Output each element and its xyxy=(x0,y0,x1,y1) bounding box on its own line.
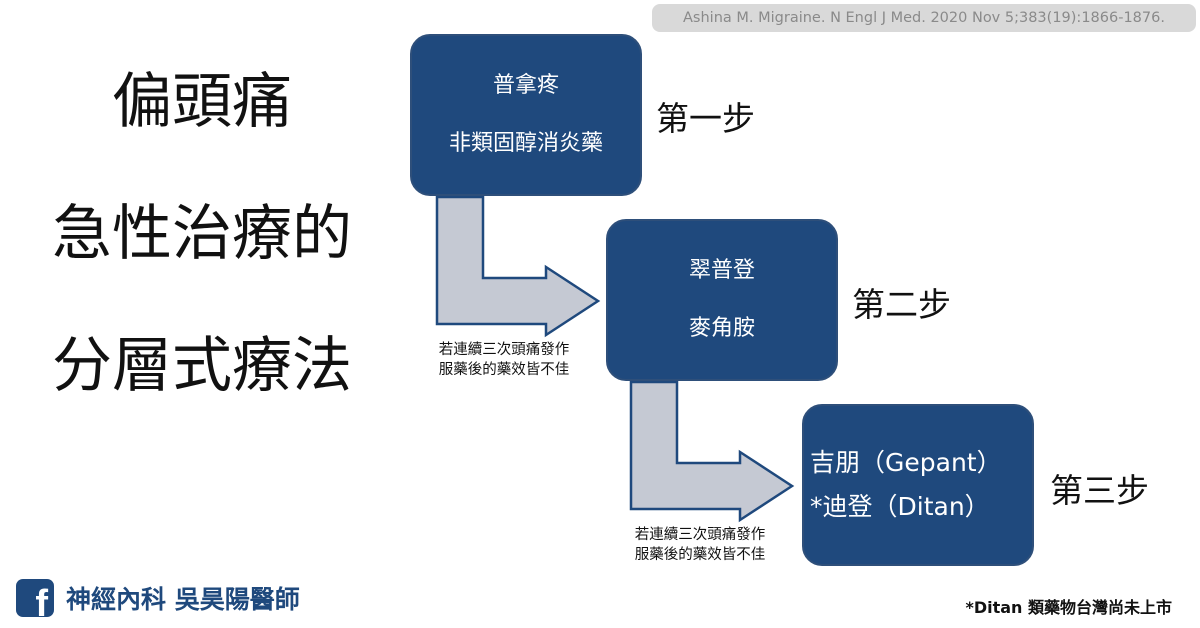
escalation-arrow-2 xyxy=(629,380,795,523)
step-2-line-1: 翠普登 xyxy=(688,258,755,283)
step-2-line-2: 麥角胺 xyxy=(688,316,755,341)
step-2-label: 第二步 xyxy=(852,285,951,324)
author-credit: f 神經內科 吳昊陽醫師 xyxy=(16,578,300,618)
step-3-label: 第三步 xyxy=(1050,471,1149,510)
step-1-box: 普拿疼 非類固醇消炎藥 xyxy=(410,34,642,196)
title-line-1: 偏頭痛 xyxy=(112,67,292,137)
escalation-note-1-line-2: 服藥後的藥效皆不佳 xyxy=(438,362,570,378)
step-3-line-2: *迪登（Ditan） xyxy=(810,492,990,521)
escalation-note-2-line-2: 服藥後的藥效皆不佳 xyxy=(634,547,766,563)
title-line-2: 急性治療的 xyxy=(52,199,352,269)
author-name: 神經內科 吳昊陽醫師 xyxy=(66,585,300,614)
step-3-line-1: 吉朋（Gepant） xyxy=(810,448,1002,477)
facebook-icon-glyph: f xyxy=(35,583,48,617)
step-2-box: 翠普登 麥角胺 xyxy=(606,219,838,381)
escalation-note-2: 若連續三次頭痛發作 服藥後的藥效皆不佳 xyxy=(610,525,790,565)
escalation-note-1: 若連續三次頭痛發作 服藥後的藥效皆不佳 xyxy=(414,340,594,380)
escalation-arrow-1 xyxy=(435,195,601,338)
escalation-note-2-line-1: 若連續三次頭痛發作 xyxy=(634,527,766,543)
step-1-line-2: 非類固醇消炎藥 xyxy=(448,131,603,156)
facebook-icon: f xyxy=(16,579,54,617)
escalation-note-1-line-1: 若連續三次頭痛發作 xyxy=(438,342,570,358)
footnote: *Ditan 類藥物台灣尚未上市 xyxy=(965,598,1172,617)
step-3-box: 吉朋（Gepant） *迪登（Ditan） xyxy=(802,404,1034,566)
title-line-3: 分層式療法 xyxy=(52,331,352,401)
step-1-label: 第一步 xyxy=(656,99,755,138)
page-title: 偏頭痛 急性治療的 分層式療法 xyxy=(12,36,392,432)
step-1-line-1: 普拿疼 xyxy=(492,73,559,98)
citation: Ashina M. Migraine. N Engl J Med. 2020 N… xyxy=(652,4,1196,32)
